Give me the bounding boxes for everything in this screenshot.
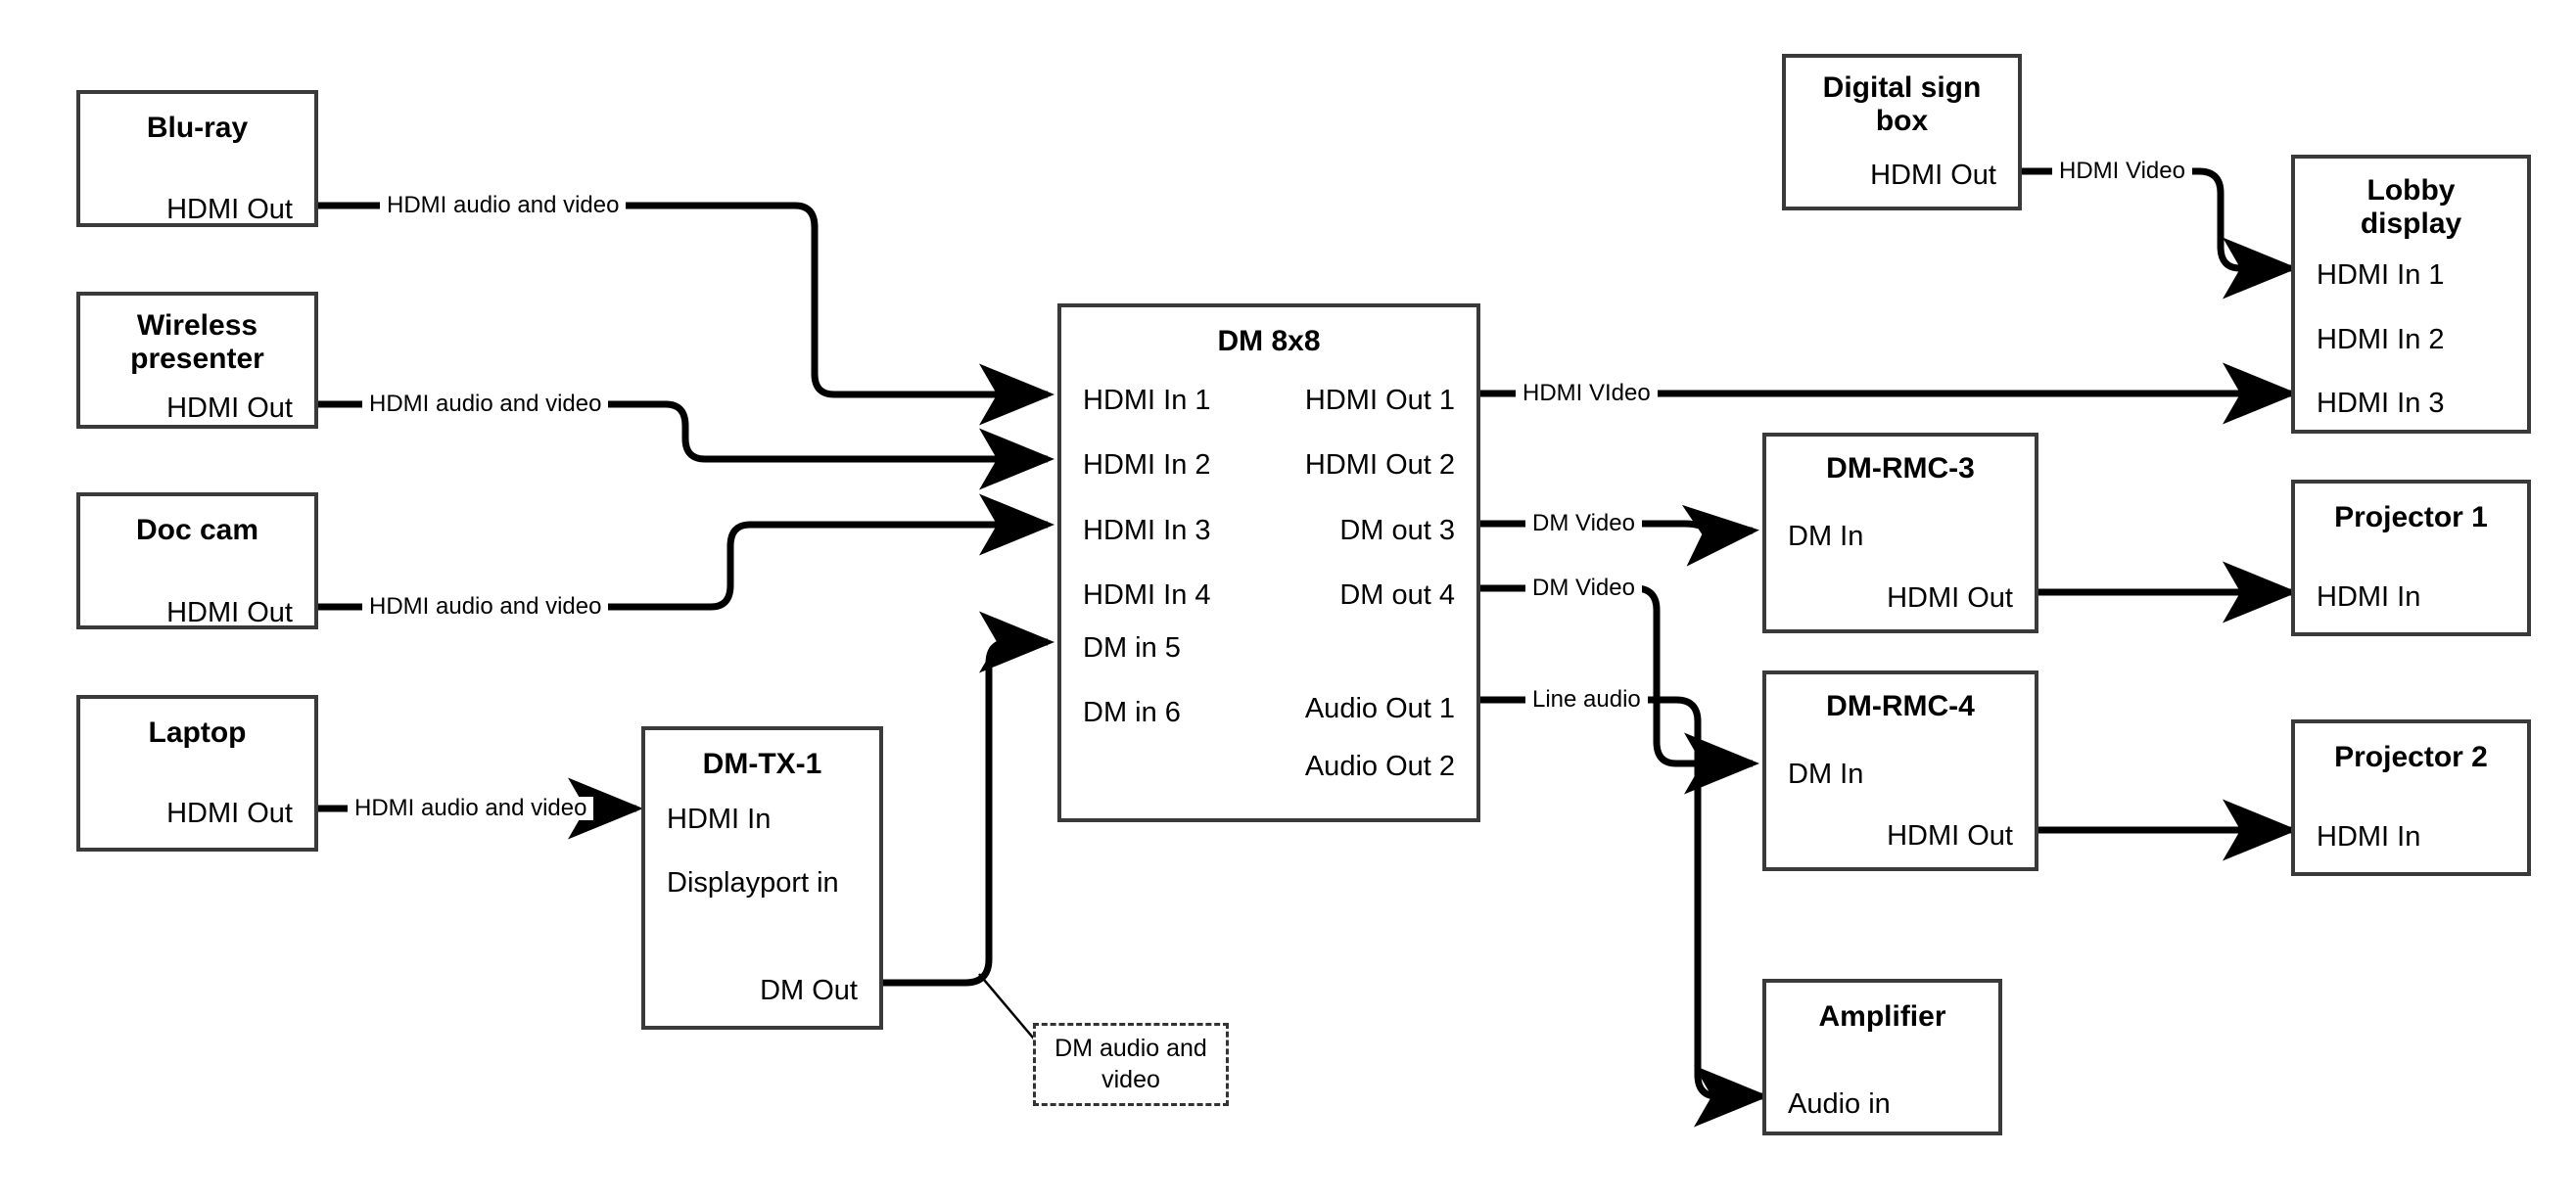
wire-dm8x8-audioout1-to-amplifier: [1480, 696, 1769, 1128]
wire-label-wireless-to-dm8x8: HDMI audio and video: [362, 393, 609, 416]
node-dm-rmc-4-port-hdmi-out: HDMI Out: [1887, 820, 2013, 852]
node-lobby-display-title-line1: Lobby: [2366, 174, 2456, 207]
node-dm-8x8-output-dm-out-3: DM out 3: [1339, 515, 1455, 546]
node-bluray-port-hdmi-out: HDMI Out: [166, 194, 293, 225]
node-dm-8x8-title: DM 8x8: [1217, 325, 1321, 357]
node-amplifier-port-audio-in: Audio in: [1788, 1088, 1891, 1120]
node-dm-rmc-4-port-dm-in: DM In: [1788, 759, 1864, 790]
wire-label-signbox-to-lobby: HDMI Video: [2052, 160, 2192, 183]
node-wireless-presenter-title-line2: presenter: [130, 343, 264, 375]
node-digital-sign-box[interactable]: Digital sign box HDMI Out: [1782, 54, 2022, 210]
node-wireless-presenter-title-line1: Wireless: [136, 309, 258, 342]
wire-label-dm8x8-dmout4-to-rmc4: DM Video: [1525, 577, 1642, 600]
node-projector-2-port-hdmi-in: HDMI In: [2317, 821, 2421, 853]
wire-bluray-to-dm8x8-hdmi-in-1: [318, 202, 1054, 426]
node-digital-sign-box-title-line1: Digital sign: [1822, 71, 1982, 104]
node-dm-tx-1[interactable]: DM-TX-1 HDMI In Displayport in DM Out: [641, 726, 883, 1030]
node-dm-8x8-output-audio-out-1: Audio Out 1: [1304, 693, 1455, 724]
callout-leader-line: [978, 973, 1039, 1044]
node-dm-8x8-input-hdmi-in-4: HDMI In 4: [1083, 579, 1211, 611]
node-projector-1-title: Projector 1: [2334, 501, 2488, 533]
node-lobby-display-input-hdmi-in-3: HDMI In 3: [2317, 388, 2445, 419]
node-dm-8x8-output-audio-out-2: Audio Out 2: [1304, 751, 1455, 782]
wire-signbox-to-lobby-hdmi-in-1: [2022, 167, 2298, 300]
wire-dm8x8-dmout4-to-rmc4-dm-in: [1480, 584, 1759, 795]
node-dm-tx-1-port-dm-out: DM Out: [760, 975, 858, 1006]
node-amplifier[interactable]: Amplifier Audio in: [1762, 979, 2002, 1135]
node-dm-8x8-output-hdmi-out-1: HDMI Out 1: [1304, 385, 1455, 416]
node-projector-1[interactable]: Projector 1 HDMI In: [2291, 480, 2531, 636]
node-dm-rmc-3-port-hdmi-out: HDMI Out: [1887, 582, 2013, 614]
node-dm-8x8-output-dm-out-4: DM out 4: [1339, 579, 1455, 611]
node-dm-rmc-4-title: DM-RMC-4: [1826, 690, 1975, 722]
node-digital-sign-box-port-hdmi-out: HDMI Out: [1870, 160, 1996, 191]
node-laptop[interactable]: Laptop HDMI Out: [76, 695, 318, 852]
wire-label-doccam-to-dm8x8: HDMI audio and video: [362, 595, 609, 619]
wire-label-dm8x8-dmout3-to-rmc3: DM Video: [1525, 512, 1642, 535]
node-dm-8x8-input-hdmi-in-3: HDMI In 3: [1083, 515, 1211, 546]
node-dm-tx-1-port-hdmi-in: HDMI In: [667, 804, 772, 835]
node-dm-rmc-3-title: DM-RMC-3: [1826, 452, 1975, 485]
node-amplifier-title: Amplifier: [1818, 1000, 1946, 1033]
wire-label-dm8x8-audioout1-to-amplifier: Line audio: [1525, 688, 1648, 712]
node-dm-8x8[interactable]: DM 8x8 HDMI In 1 HDMI In 2 HDMI In 3 HDM…: [1057, 303, 1480, 822]
callout-dm-audio-and-video: DM audio and video: [1033, 1023, 1229, 1106]
node-bluray-title: Blu-ray: [146, 112, 249, 144]
node-doc-cam-port-hdmi-out: HDMI Out: [166, 597, 293, 628]
node-lobby-display[interactable]: Lobby display HDMI In 1 HDMI In 2 HDMI I…: [2291, 155, 2531, 434]
node-dm-8x8-output-hdmi-out-2: HDMI Out 2: [1304, 449, 1455, 481]
node-dm-8x8-input-hdmi-in-1: HDMI In 1: [1083, 385, 1211, 416]
node-wireless-presenter[interactable]: Wireless presenter HDMI Out: [76, 292, 318, 429]
node-projector-2[interactable]: Projector 2 HDMI In: [2291, 719, 2531, 876]
node-dm-8x8-input-dm-in-5: DM in 5: [1083, 632, 1181, 664]
node-lobby-display-input-hdmi-in-2: HDMI In 2: [2317, 324, 2445, 355]
wire-label-laptop-to-dmtx1: HDMI audio and video: [348, 797, 594, 820]
node-lobby-display-title-line2: display: [2360, 208, 2462, 240]
node-wireless-presenter-port-hdmi-out: HDMI Out: [166, 393, 293, 424]
node-dm-8x8-input-dm-in-6: DM in 6: [1083, 697, 1181, 728]
node-digital-sign-box-title-line2: box: [1875, 105, 1929, 137]
node-dm-8x8-input-hdmi-in-2: HDMI In 2: [1083, 449, 1211, 481]
node-dm-rmc-3[interactable]: DM-RMC-3 DM In HDMI Out: [1762, 433, 2038, 633]
node-dm-rmc-4[interactable]: DM-RMC-4 DM In HDMI Out: [1762, 670, 2038, 871]
node-dm-tx-1-title: DM-TX-1: [702, 748, 822, 780]
node-dm-tx-1-port-displayport-in: Displayport in: [667, 867, 839, 899]
node-dm-rmc-3-port-dm-in: DM In: [1788, 521, 1864, 552]
wire-dmtx1-to-dm8x8-dm-in-5: [883, 611, 1054, 987]
node-projector-2-title: Projector 2: [2334, 741, 2488, 773]
node-bluray[interactable]: Blu-ray HDMI Out: [76, 90, 318, 227]
node-doc-cam[interactable]: Doc cam HDMI Out: [76, 492, 318, 629]
node-projector-1-port-hdmi-in: HDMI In: [2317, 581, 2421, 613]
node-laptop-port-hdmi-out: HDMI Out: [166, 798, 293, 829]
node-laptop-title: Laptop: [148, 716, 247, 749]
node-doc-cam-title: Doc cam: [135, 514, 259, 546]
wire-label-bluray-to-dm8x8: HDMI audio and video: [380, 194, 627, 217]
node-lobby-display-input-hdmi-in-1: HDMI In 1: [2317, 259, 2445, 291]
wire-label-dm8x8-hdmiout1-to-lobby: HDMI VIdeo: [1516, 382, 1658, 405]
